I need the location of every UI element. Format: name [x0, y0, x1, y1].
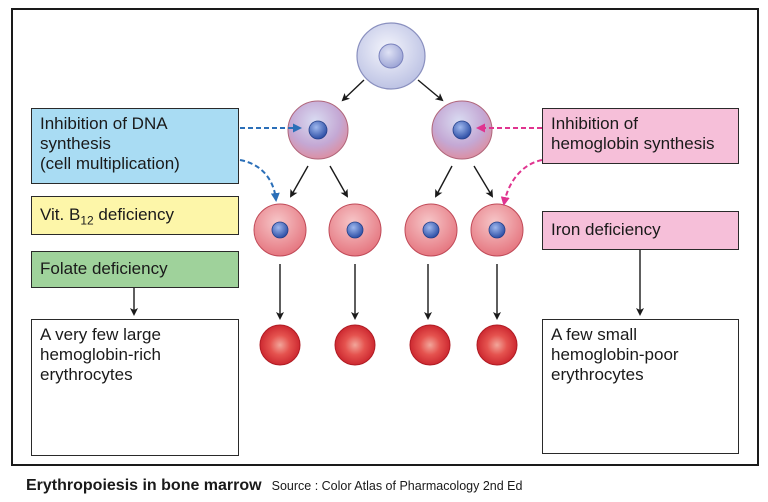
large-cells-line-3: erythrocytes	[40, 365, 133, 384]
small-cells-line-3: erythrocytes	[551, 365, 644, 384]
iron-deficiency-box: Iron deficiency	[542, 211, 739, 250]
large-cells-box: A very few large hemoglobin-rich erythro…	[31, 319, 239, 456]
diagram-frame	[11, 8, 759, 466]
arrow-stem-right	[417, 79, 444, 102]
progenitor-cell-left	[287, 100, 349, 160]
arrow-progen-1	[290, 165, 309, 198]
small-cells-line-1: A few small	[551, 325, 637, 344]
arrow-progen-3	[435, 165, 453, 198]
folate-deficiency-box: Folate deficiency	[31, 251, 239, 288]
vitb12-subscript: 12	[80, 213, 94, 228]
blast-cell-1	[253, 203, 307, 257]
arrow-stem-left	[341, 79, 365, 102]
caption: Erythropoiesis in bone marrow Source : Co…	[26, 477, 522, 495]
hb-inhibition-line-1: Inhibition of	[551, 114, 638, 133]
arrow-progen-2	[329, 165, 348, 198]
vitb12-prefix: Vit. B	[40, 205, 81, 224]
small-cells-box: A few small hemoglobin-poor erythrocytes	[542, 319, 739, 454]
dna-inhibition-line-1: Inhibition of DNA	[40, 114, 168, 133]
erythrocyte-4	[476, 324, 518, 366]
blast-cell-4	[470, 203, 524, 257]
hb-inhibition-box: Inhibition of hemoglobin synthesis	[542, 108, 739, 164]
small-cells-line-2: hemoglobin-poor	[551, 345, 679, 364]
dna-inhibition-line-3: (cell multiplication)	[40, 154, 180, 173]
caption-title: Erythropoiesis in bone marrow	[26, 477, 262, 494]
vitb12-deficiency-box: Vit. B12 deficiency	[31, 196, 239, 235]
caption-source: Source : Color Atlas of Pharmacology 2nd…	[271, 479, 523, 493]
hb-inhibition-line-2: hemoglobin synthesis	[551, 134, 715, 153]
folate-deficiency-label: Folate deficiency	[40, 259, 168, 278]
blast-cell-2	[328, 203, 382, 257]
blast-cell-3	[404, 203, 458, 257]
large-cells-line-2: hemoglobin-rich	[40, 345, 161, 364]
erythrocyte-2	[334, 324, 376, 366]
progenitor-cell-right	[431, 100, 493, 160]
arrow-progen-4	[473, 165, 494, 198]
large-cells-line-1: A very few large	[40, 325, 161, 344]
hb-inhibition-arrow-blast	[500, 159, 543, 206]
vitb12-suffix: deficiency	[93, 205, 175, 224]
erythrocyte-1	[259, 324, 301, 366]
stem-cell	[356, 22, 426, 90]
iron-deficiency-label: Iron deficiency	[551, 220, 661, 239]
erythrocyte-3	[409, 324, 451, 366]
dna-inhibition-arrow-blast	[239, 159, 280, 202]
dna-inhibition-box: Inhibition of DNA synthesis (cell multip…	[31, 108, 239, 184]
dna-inhibition-line-2: synthesis	[40, 134, 111, 153]
